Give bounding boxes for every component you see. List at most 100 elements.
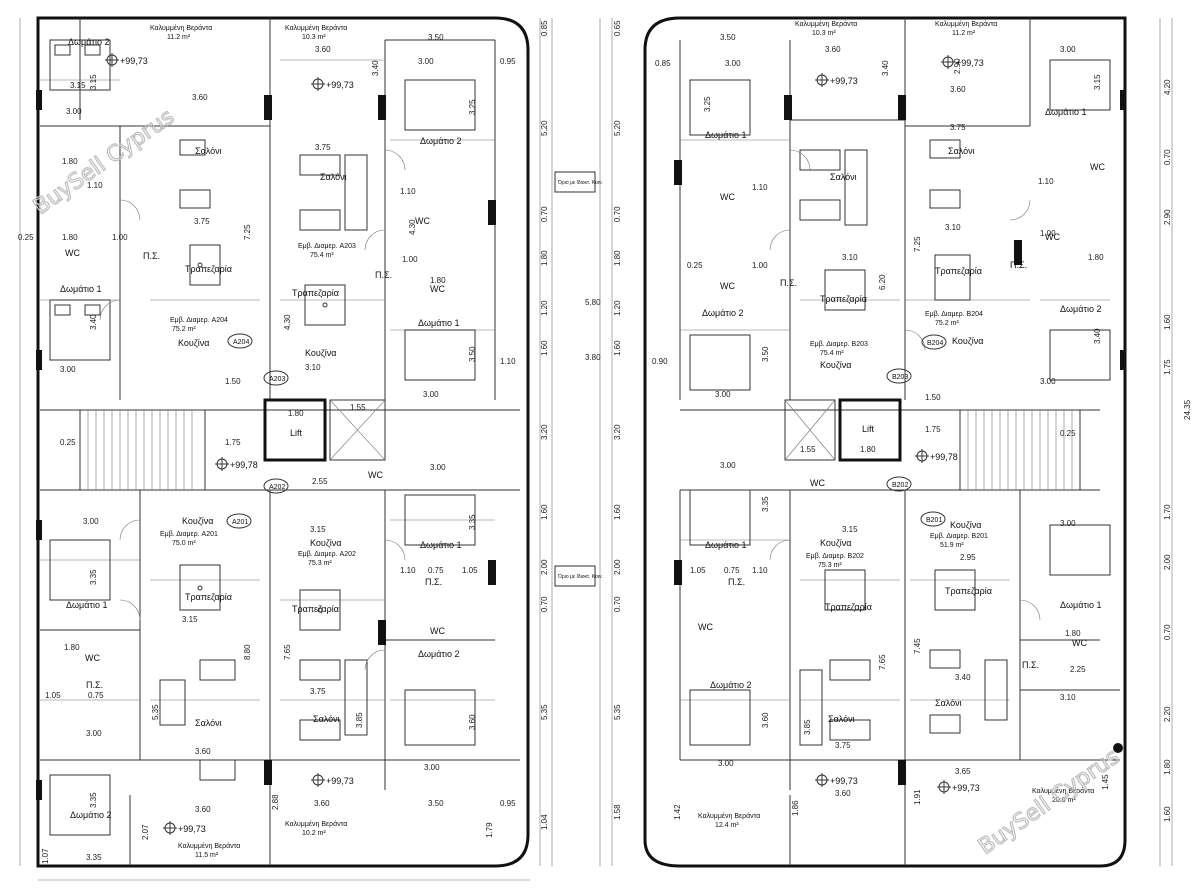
dim: 4.30 (283, 314, 292, 330)
dim: 1.10 (400, 187, 416, 196)
dim: 2.55 (312, 477, 328, 486)
dim: 1.00 (112, 233, 128, 242)
dim: 3.20 (540, 424, 549, 440)
veranda-a-bot-left-area: 11.5 m² (195, 852, 219, 859)
dim: 3.75 (835, 741, 851, 750)
dim: 3.40 (955, 673, 971, 682)
room-a-bedroom2-lower: Δωμάτιο 2 (70, 810, 112, 820)
dim: 1.80 (613, 250, 622, 266)
dim: 3.15 (182, 615, 198, 624)
dim: 3.00 (83, 517, 99, 526)
room-a-wc-lower: WC (85, 653, 100, 663)
dim: 0.95 (500, 799, 516, 808)
lift-label-a: Lift (290, 428, 303, 438)
dim: 1.75 (1163, 359, 1172, 375)
dim: 1.80 (430, 276, 446, 285)
dim: 3.20 (613, 424, 622, 440)
dim: 3.25 (703, 96, 712, 112)
dim: 1.10 (400, 566, 416, 575)
dim: 3.00 (418, 57, 434, 66)
border-note-box-bottom (554, 565, 596, 587)
lift-cross (329, 399, 386, 461)
dim: 3.00 (424, 763, 440, 772)
room-b-bedroom2-lower: Δωμάτιο 2 (710, 680, 752, 690)
dim: 1.05 (690, 566, 706, 575)
area-label-b201: Εμβ. Διαμερ. B201 (930, 533, 988, 540)
stair-b (959, 409, 1081, 491)
dim: 3.60 (195, 805, 211, 814)
room-a-ps1: Π.Σ. (375, 270, 392, 280)
dim: 1.80 (1065, 629, 1081, 638)
dim: 1.80 (62, 233, 78, 242)
dim: 3.15 (310, 525, 326, 534)
room-b-wc-right2: WC (1045, 232, 1060, 242)
dim: 1.60 (540, 504, 549, 520)
room-a-ps3: Π.Σ. (86, 680, 103, 690)
room-a-ps2: Π.Σ. (143, 251, 160, 261)
dim: 3.75 (310, 687, 326, 696)
tag-b201: B201 (926, 517, 942, 524)
block-a-outline (36, 16, 530, 868)
level-b-bot-mid: +99,73 (830, 776, 858, 786)
veranda-a-top-left-area: 11.2 m² (167, 34, 191, 41)
dim: 2.90 (953, 58, 962, 74)
level-a-core: +99,78 (230, 460, 258, 470)
level-b-core: +99,78 (930, 452, 958, 462)
dim: 24.35 (1183, 399, 1192, 420)
veranda-b-top-mid-area: 10.3 m² (812, 30, 836, 37)
dim: 1.10 (87, 181, 103, 190)
level-a-bot-left: +99,73 (178, 824, 206, 834)
dim: 2.00 (540, 559, 549, 575)
room-b-wc-lower: WC (698, 622, 713, 632)
room-a-wc-right2: WC (430, 284, 445, 294)
dim: 1.05 (462, 566, 478, 575)
dim: 3.00 (66, 107, 82, 116)
dim: 0.85 (655, 59, 671, 68)
dim: 3.65 (955, 767, 971, 776)
area-label-b203: Εμβ. Διαμερ. B203 (810, 341, 868, 348)
room-a201-dining: Τραπεζαρία (185, 592, 232, 602)
room-b202-living: Σαλόνι (828, 714, 855, 724)
dim: 2.88 (271, 794, 280, 810)
dim: 3.85 (355, 712, 364, 728)
area-value-a201: 75.0 m² (172, 540, 196, 547)
dim: 3.15 (89, 74, 98, 90)
room-a203-kitchen: Κουζίνα (305, 348, 337, 358)
dim: 1.04 (540, 814, 549, 830)
veranda-a-top-mid: Καλυμμένη Βεράντα (285, 24, 347, 32)
area-label-a203: Εμβ. Διαμερ. A203 (298, 243, 356, 250)
room-a204-kitchen: Κουζίνα (178, 338, 210, 348)
veranda-a-top-mid-area: 10.3 m² (302, 34, 326, 41)
dim: 3.00 (60, 365, 76, 374)
level-b-bot-right: +99,73 (952, 783, 980, 793)
room-b-wc-left1: WC (720, 192, 735, 202)
dim: 3.40 (371, 60, 380, 76)
dim: 5.35 (613, 704, 622, 720)
veranda-a-bot-mid-area: 10.2 m² (302, 830, 326, 837)
doors-b (769, 149, 1041, 621)
room-b-bedroom1-lower: Δωμάτιο 1 (705, 540, 747, 550)
dim: 1.00 (402, 255, 418, 264)
dim: 3.60 (825, 45, 841, 54)
dim: 3.00 (1040, 377, 1056, 386)
dim: 1.80 (64, 643, 80, 652)
lift-shaft-d (784, 399, 836, 461)
tag-a202: A202 (269, 484, 285, 491)
dim: 2.90 (1163, 209, 1172, 225)
room-a-bedroom1-left: Δωμάτιο 1 (60, 284, 102, 294)
room-a-wc-lower-right: WC (430, 626, 445, 636)
area-label-b204: Εμβ. Διαμερ. B204 (925, 311, 983, 318)
dim: 1.00 (752, 261, 768, 270)
dim: 5.80 (585, 298, 601, 307)
furniture-a (49, 39, 476, 836)
dim: 1.70 (1163, 504, 1172, 520)
dim: 1.42 (673, 804, 682, 820)
dim: 2.20 (1163, 706, 1172, 722)
area-value-a203: 75.4 m² (310, 252, 334, 259)
veranda-b-bot-left: Καλυμμένη Βεράντα (698, 812, 760, 820)
dim: 7.65 (283, 644, 292, 660)
dim: 3.35 (89, 569, 98, 585)
room-b201-living: Σαλόνι (935, 698, 962, 708)
veranda-b-bot-left-area: 12.4 m² (715, 822, 739, 829)
